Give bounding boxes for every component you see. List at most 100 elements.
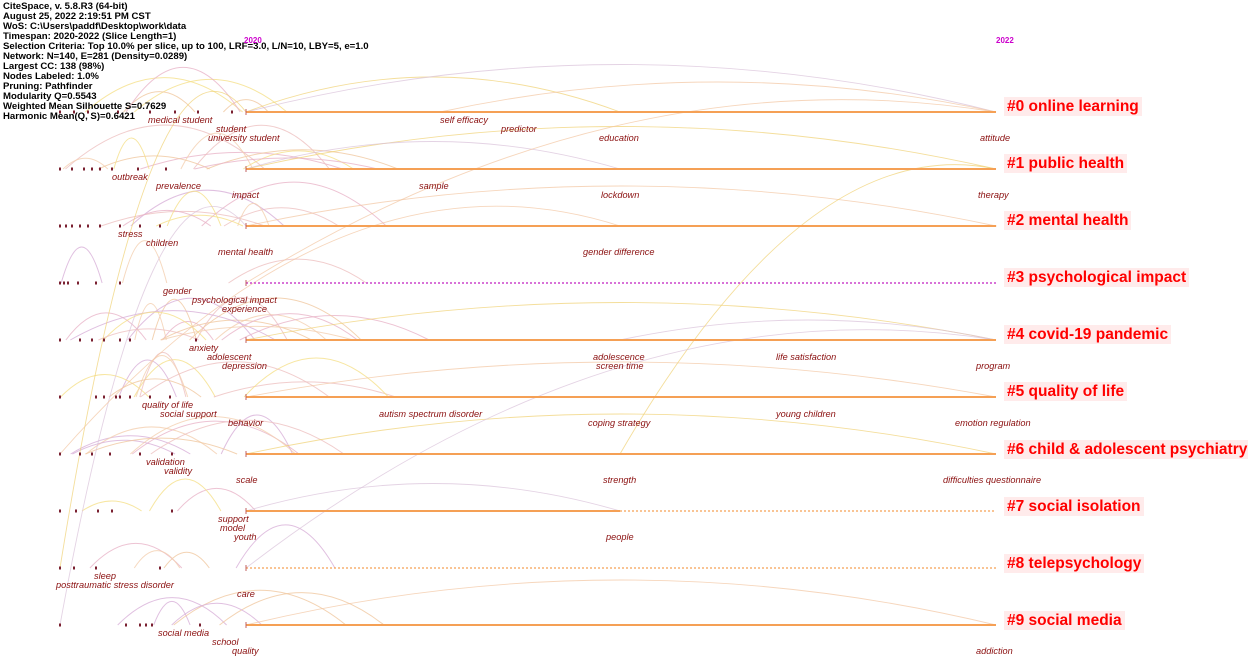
citation-arc [228, 258, 367, 284]
keyword-node [59, 167, 61, 171]
keyword-node [59, 110, 61, 114]
keyword-label: stress [118, 229, 143, 239]
keyword-label: student [216, 124, 247, 134]
keyword-label: experience [222, 304, 267, 314]
keyword-node [111, 509, 113, 513]
citation-arc [171, 602, 263, 626]
keyword-node [71, 167, 73, 171]
keyword-node [145, 623, 147, 627]
keyword-label: lockdown [601, 190, 640, 200]
meta-line: Network: N=140, E=281 (Density=0.0289) [3, 51, 188, 62]
citation-arc [619, 164, 997, 455]
keyword-nodes [59, 110, 233, 627]
cluster-label: #6 child & adolescent psychiatry [1004, 440, 1248, 459]
citation-arc [163, 551, 210, 569]
keyword-label: impact [232, 190, 260, 200]
citation-arc [122, 240, 168, 284]
citation-arc [245, 329, 997, 569]
citation-arc [81, 500, 142, 512]
cluster-label: #4 covid-19 pandemic [1004, 325, 1172, 344]
keyword-node [151, 623, 153, 627]
meta-line: Selection Criteria: Top 10.0% per slice,… [3, 41, 369, 52]
keyword-node [171, 452, 173, 456]
citation-arc [140, 361, 330, 398]
keyword-node [95, 281, 97, 285]
keyword-node [71, 224, 73, 228]
citation-arc [140, 151, 343, 170]
keyword-label: life satisfaction [776, 352, 837, 362]
citation-arc [189, 297, 362, 341]
citation-arc [85, 437, 238, 455]
citation-arc [219, 592, 385, 626]
citation-arc [60, 374, 150, 398]
keyword-node [137, 167, 139, 171]
keyword-node [197, 110, 199, 114]
meta-line: Nodes Labeled: 1.0% [3, 71, 99, 82]
citation-arc [235, 524, 336, 569]
citation-arc [103, 311, 207, 341]
keyword-node [95, 566, 97, 570]
citation-arc [177, 488, 257, 512]
keyword-node [103, 338, 105, 342]
citation-arc [125, 66, 241, 113]
citation-arc [619, 319, 997, 341]
keyword-node [169, 395, 171, 399]
meta-line: Largest CC: 138 (98%) [3, 61, 105, 72]
citation-arc [439, 81, 997, 113]
citation-arc [84, 77, 243, 113]
citation-arc [245, 579, 997, 626]
keyword-node [149, 110, 151, 114]
keyword-label: youth [234, 532, 257, 542]
keyword-node [59, 623, 61, 627]
keyword-label: posttraumatic stress disorder [56, 580, 174, 590]
citation-arc [206, 149, 399, 170]
keyword-node [174, 110, 176, 114]
keyword-label: depression [222, 361, 267, 371]
meta-line: WoS: C:\Users\paddf\Desktop\work\data [3, 21, 187, 32]
citation-arc [89, 543, 183, 569]
keyword-label: sample [419, 181, 449, 191]
citation-arc [59, 91, 247, 569]
citation-arc [133, 550, 181, 569]
citation-arc [130, 189, 285, 227]
keyword-label: adolescent [207, 352, 252, 362]
citation-arc [201, 181, 387, 227]
citation-arc [160, 319, 312, 341]
keyword-label: social media [158, 628, 210, 638]
keyword-label: quality of life [142, 400, 194, 410]
keyword-label: self efficacy [440, 115, 488, 125]
keyword-node [115, 395, 117, 399]
keyword-node [171, 509, 173, 513]
keyword-node [95, 395, 97, 399]
keyword-label: difficulties questionnaire [943, 475, 1042, 485]
cluster-label: #2 mental health [1004, 211, 1132, 230]
citation-arc [245, 413, 997, 455]
keyword-label: screen time [596, 361, 644, 371]
citation-arc [117, 597, 227, 626]
keyword-node [79, 224, 81, 228]
citation-arc [59, 205, 621, 455]
citation-arc [213, 381, 396, 398]
keyword-node [91, 167, 93, 171]
citation-arc [108, 378, 202, 398]
keyword-label: therapy [978, 190, 1009, 200]
keyword-node [165, 167, 167, 171]
keyword-label: strength [603, 475, 637, 485]
citation-arc [59, 206, 247, 626]
citation-arc [245, 126, 997, 170]
cluster-label: #3 psychological impact [1004, 268, 1190, 287]
keyword-label: prevalence [156, 181, 201, 191]
keyword-label: sleep [94, 571, 116, 581]
keyword-node [59, 338, 61, 342]
keyword-label: program [976, 361, 1011, 371]
keyword-node [73, 566, 75, 570]
citation-arc [245, 185, 997, 227]
keyword-node [129, 395, 131, 399]
citation-arc [162, 321, 214, 341]
keyword-node [59, 395, 61, 399]
keyword-node [149, 395, 151, 399]
keyword-node [119, 281, 121, 285]
keyword-node [65, 224, 67, 228]
meta-line: Weighted Mean Silhouette S=0.7629 [3, 101, 167, 112]
keyword-node [231, 110, 233, 114]
